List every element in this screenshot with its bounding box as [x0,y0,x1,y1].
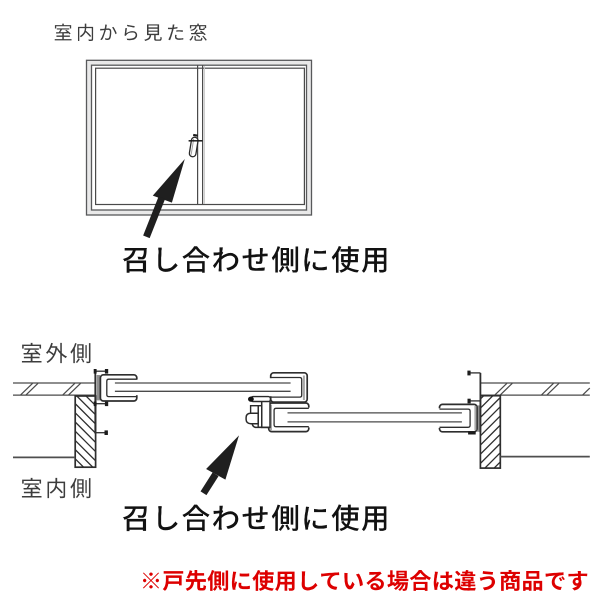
crescent-lock-front [188,133,203,158]
window-elevation [85,59,313,239]
left-frame-jamb [93,369,109,435]
plan-section [13,369,591,496]
arrow-head [152,159,185,203]
footnote: ※戸先側に使用している場合は違う商品です [143,570,588,592]
section-caption: 召し合わせ側に使用 [123,505,392,534]
right-wall-section [479,394,590,469]
sash-outline [94,67,306,206]
top-view-caption: 召し合わせ側に使用 [123,246,392,275]
crescent-lock-section [245,395,272,429]
indoor-label: 室内側 [22,478,96,500]
arrow-head [206,435,239,480]
top-view-title: 室内から見た窓 [55,24,212,43]
left-wall-section [13,395,97,469]
inner-sash-section [267,402,481,433]
callout-arrow-top [143,159,185,239]
callout-arrow-bottom [200,435,239,496]
window-frame-inner [90,64,308,211]
outer-sash-section [96,371,309,403]
outdoor-label: 室外側 [22,343,96,365]
crescent-cam-tip [248,396,254,402]
